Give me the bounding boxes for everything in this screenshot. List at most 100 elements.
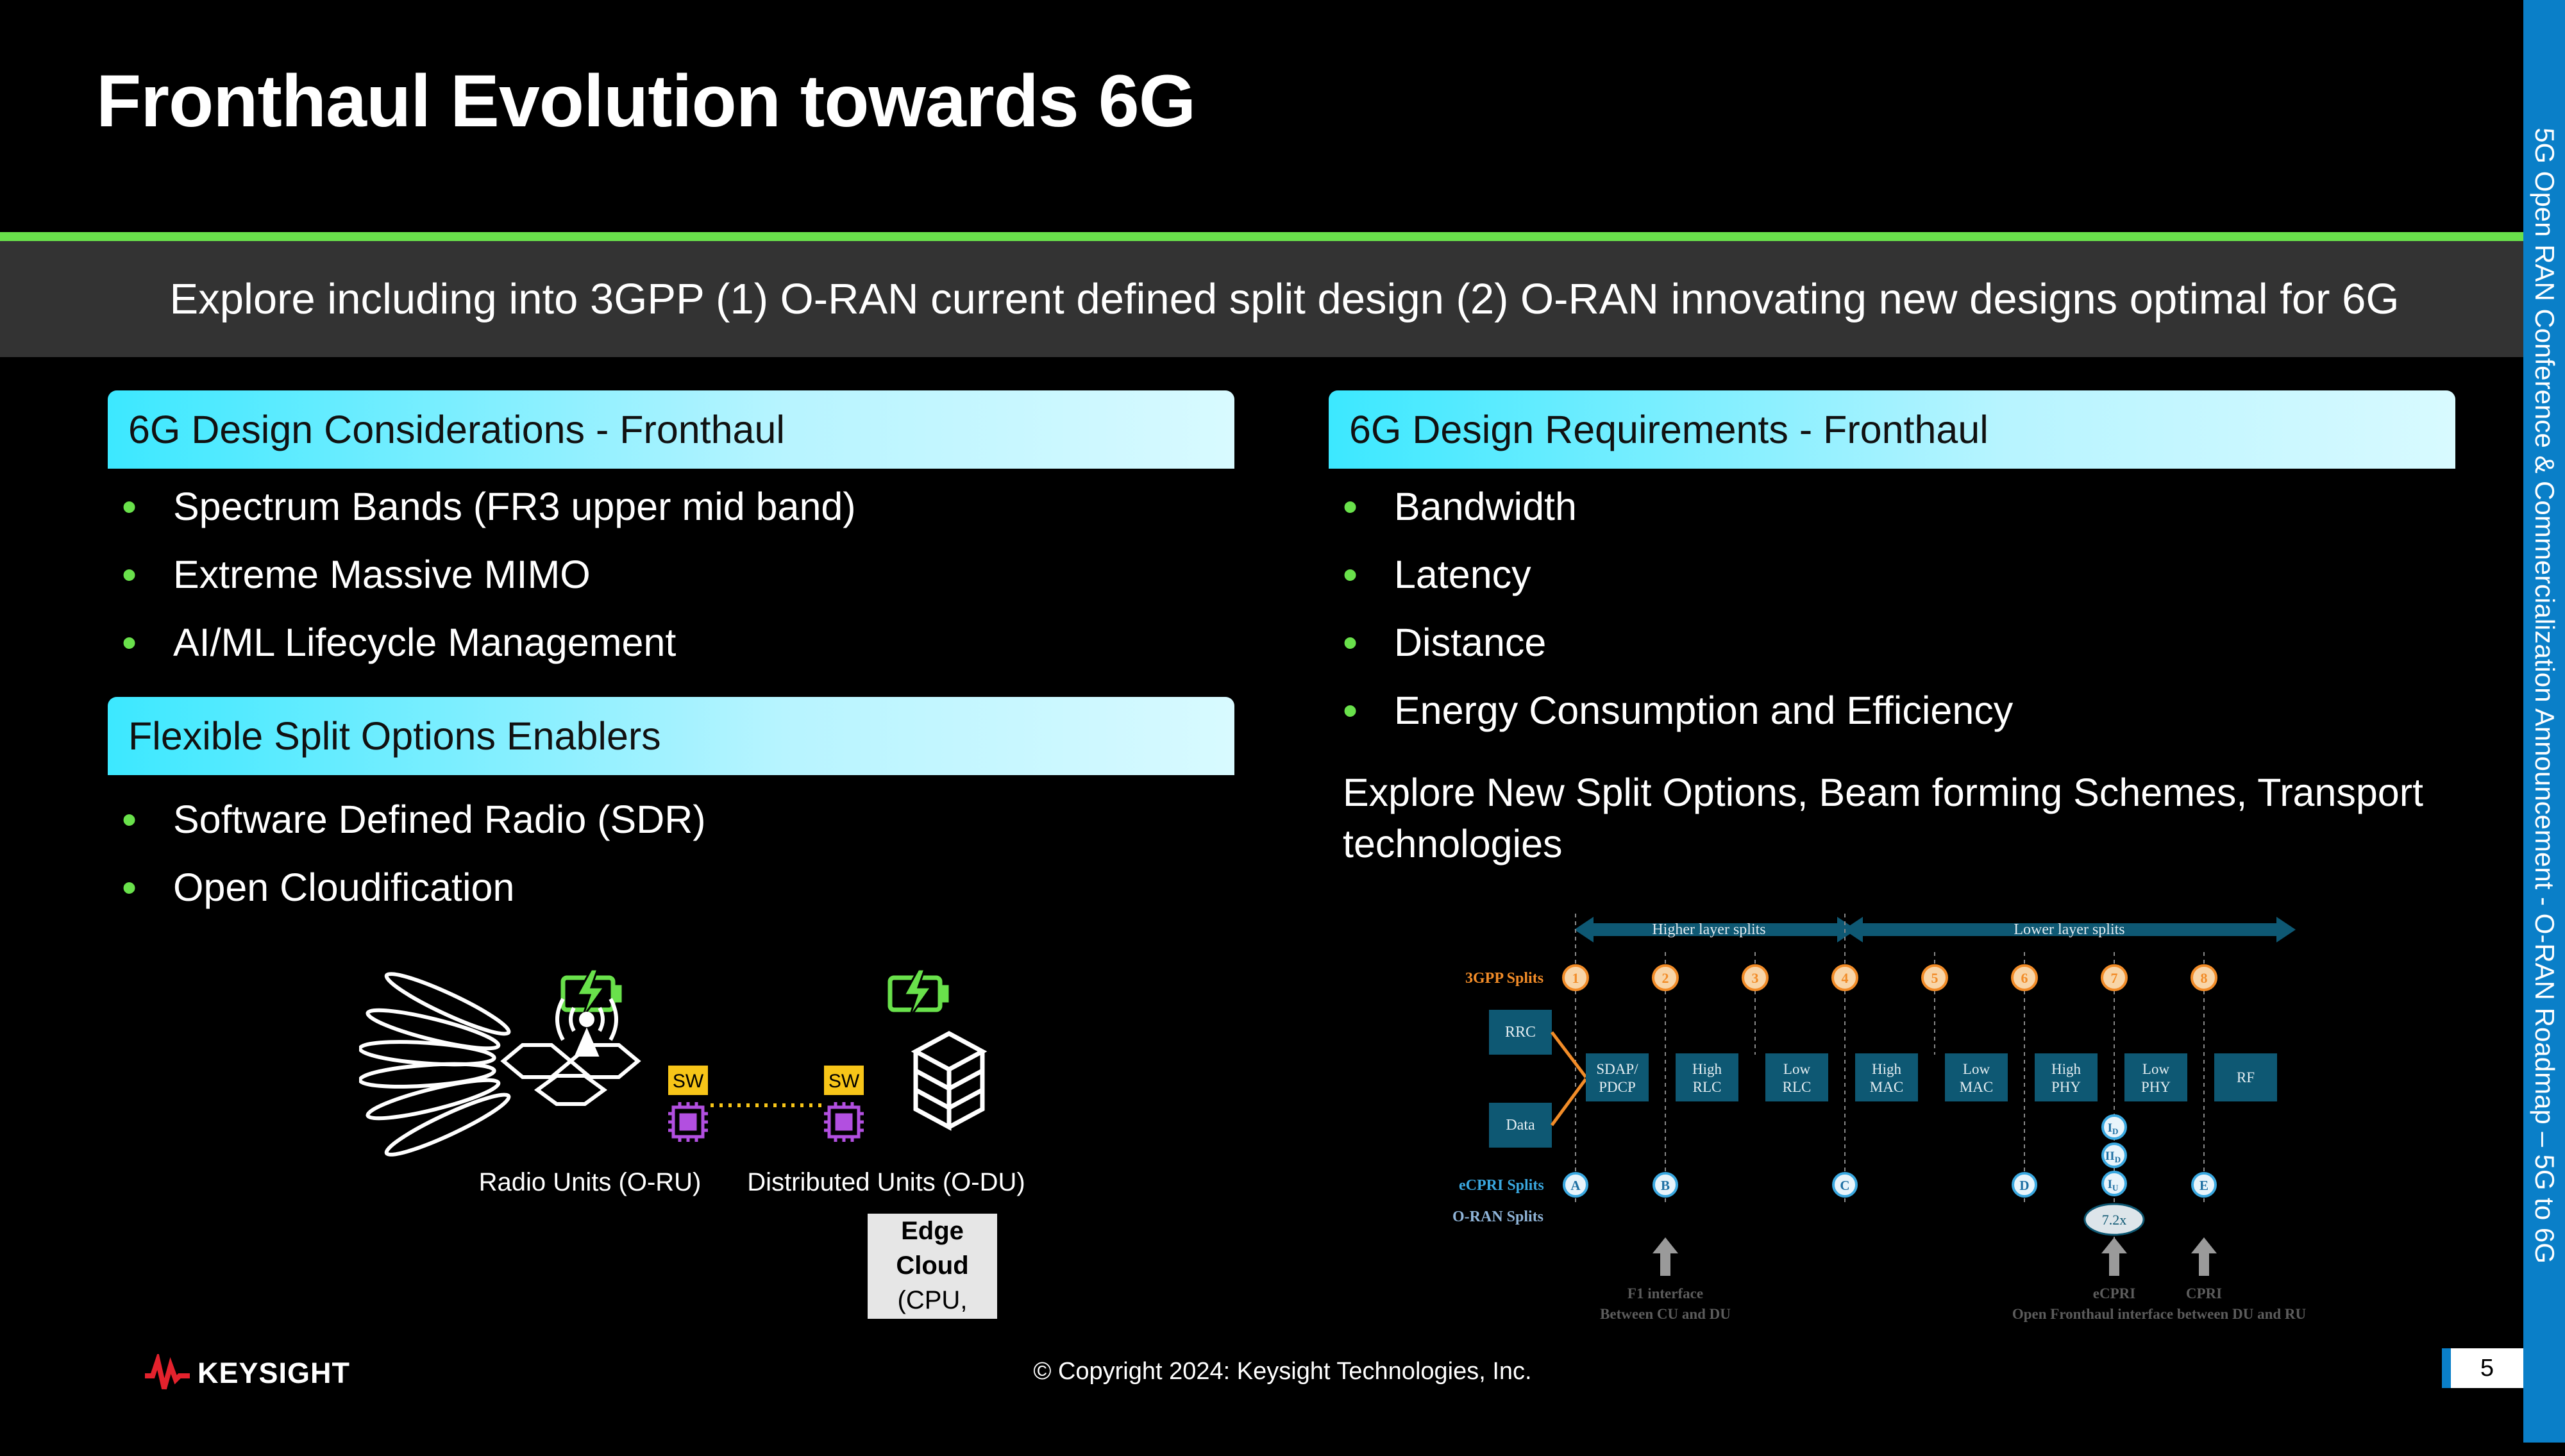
ru-du-diagram: SW SW Radio Units (O-RU) Distributed Uni…: [359, 968, 1025, 1196]
list-item: Open Cloudification: [122, 853, 1225, 921]
layer-block-label: High: [1872, 1061, 1902, 1077]
layer-block-label: RLC: [1693, 1079, 1722, 1095]
data-label: Data: [1506, 1117, 1535, 1134]
banner-background: [0, 241, 2565, 357]
gpp-split-number: 4: [1842, 970, 1849, 986]
lower-splits-arrow: [1844, 917, 2296, 942]
side-bar-text-wrap: 5G Open RAN Conference & Commercializati…: [2523, 0, 2565, 1443]
split-options-diagram: Higher layer splits Lower layer splits 3…: [1452, 914, 2307, 1322]
merge-lines: [1550, 1031, 1588, 1126]
layer-block: [1586, 1053, 1649, 1101]
du-label: Distributed Units (O-DU): [747, 1168, 1025, 1196]
data-block: [1489, 1103, 1552, 1148]
ecpri-split-letter: A: [1570, 1178, 1581, 1193]
ecpri-split-letter: E: [2199, 1178, 2208, 1193]
layer-block: [1765, 1053, 1828, 1101]
higher-splits-label: Higher layer splits: [1652, 921, 1765, 938]
gpp-split-circle: [2191, 964, 2217, 991]
lower-splits-label: Lower layer splits: [2014, 921, 2124, 938]
gpp-split-number: 2: [1662, 970, 1669, 986]
gpp-split-circle: [2101, 964, 2128, 991]
layer-block: [1855, 1053, 1918, 1101]
edge-cloud-line: (CPU, GPU, NPU,: [897, 1286, 968, 1384]
gpp-split-circle: [1562, 964, 1589, 991]
gpp-split-number: 3: [1752, 970, 1759, 986]
section-design-requirements: 6G Design Requirements - Fronthaul: [1329, 390, 2455, 469]
logo-text: KEYSIGHT: [198, 1357, 351, 1389]
oran-badge-label: 7.2x: [2102, 1212, 2127, 1228]
list-item: Spectrum Bands (FR3 upper mid band): [122, 473, 1225, 540]
split-lines: [1575, 914, 2205, 1253]
ecpri-split-circle: [1832, 1172, 1858, 1198]
edge-cloud-box: Edge Cloud (CPU, GPU, NPU, ASIC, FPGA): [868, 1214, 997, 1453]
gpp-split-circle: [1742, 964, 1769, 991]
keysight-wave-icon: [145, 1351, 190, 1390]
battery-icon: [887, 968, 949, 1019]
copyright: © Copyright 2024: Keysight Technologies,…: [1033, 1358, 1532, 1385]
radio-unit-icon: [500, 998, 641, 1106]
list-item: Software Defined Radio (SDR): [122, 785, 1225, 853]
layer-block-label: RLC: [1783, 1079, 1812, 1095]
layer-block-label: High: [1692, 1061, 1722, 1077]
rrc-label: RRC: [1505, 1024, 1536, 1041]
layer-block-label: Low: [1783, 1061, 1811, 1077]
requirements-list: Bandwidth Latency Distance Energy Consum…: [1343, 473, 2446, 744]
ecpri-split-circle: [1563, 1172, 1588, 1198]
side-bar: [2523, 0, 2565, 1443]
explore-text: Explore New Split Options, Beam forming …: [1343, 771, 2423, 866]
battery-icon: [560, 968, 622, 1019]
gpp-split-number: 1: [1572, 970, 1579, 986]
gpp-split-circle: [1652, 964, 1679, 991]
layer-block: [2214, 1053, 2277, 1101]
f1-sub-label: Between CU and DU: [1600, 1306, 1731, 1322]
list-item: Extreme Massive MIMO: [122, 540, 1225, 608]
list-item: Energy Consumption and Efficiency: [1343, 676, 2446, 744]
gpp-splits-label: 3GPP Splits: [1465, 970, 1543, 987]
gpp-split-circle: [1831, 964, 1858, 991]
layer-block-label: PHY: [2141, 1079, 2171, 1095]
gpp-split-number: 5: [1931, 970, 1938, 986]
page-number: 5: [2442, 1348, 2523, 1388]
sub-split-circle: [2101, 1114, 2127, 1140]
open-fronthaul-label: Open Fronthaul interface between DU and …: [2012, 1306, 2307, 1322]
beam-pattern-icon: [359, 972, 511, 1157]
sw-label: SW: [828, 1071, 860, 1092]
sw-label: SW: [673, 1071, 704, 1092]
ecpri-splits-label: eCPRI Splits: [1459, 1177, 1544, 1194]
layer-block-label: SDAP/: [1596, 1061, 1638, 1077]
rrc-block: [1489, 1010, 1552, 1055]
ecpri-split-circle: [2012, 1172, 2037, 1198]
interface-arrows: [1653, 1237, 2217, 1276]
ru-label: Radio Units (O-RU): [479, 1168, 702, 1196]
gpp-split-number: 7: [2111, 970, 2118, 986]
layer-block-label: RF: [2237, 1069, 2255, 1085]
list-item: Bandwidth: [1343, 473, 2446, 540]
chip-icon: [824, 1102, 864, 1142]
ecpri-split-circle: [1653, 1172, 1678, 1198]
enablers-list: Software Defined Radio (SDR) Open Cloudi…: [122, 785, 1225, 921]
protocol-layer-blocks: SDAP/PDCPHighRLCLowRLCHighMACLowMACHighP…: [1586, 1053, 2277, 1101]
layer-block-label: PDCP: [1599, 1079, 1636, 1095]
ecpri-split-letter: C: [1840, 1178, 1849, 1193]
layer-block-label: MAC: [1960, 1079, 1993, 1095]
banner-text: Explore including into 3GPP (1) O-RAN cu…: [169, 275, 2400, 323]
cpri-label: CPRI: [2186, 1285, 2222, 1301]
considerations-list: Spectrum Bands (FR3 upper mid band) Extr…: [122, 473, 1225, 676]
section-design-considerations: 6G Design Considerations - Fronthaul: [108, 390, 1234, 469]
gpp-split-number: 8: [2201, 970, 2208, 986]
list-item: AI/ML Lifecycle Management: [122, 608, 1225, 676]
layer-block: [1676, 1053, 1738, 1101]
oran-splits-label: O-RAN Splits: [1452, 1209, 1543, 1225]
layer-block-label: MAC: [1870, 1079, 1903, 1095]
ecpri-label: eCPRI: [2093, 1285, 2135, 1301]
layer-block-label: Low: [1963, 1061, 1990, 1077]
edge-cloud-title: Edge Cloud: [896, 1217, 969, 1280]
sw-badge: [824, 1066, 864, 1095]
chip-icon: [668, 1102, 708, 1142]
oran-badge: [2083, 1203, 2145, 1236]
layer-block: [2124, 1053, 2187, 1101]
side-bar-text: 5G Open RAN Conference & Commercializati…: [2529, 128, 2560, 1264]
